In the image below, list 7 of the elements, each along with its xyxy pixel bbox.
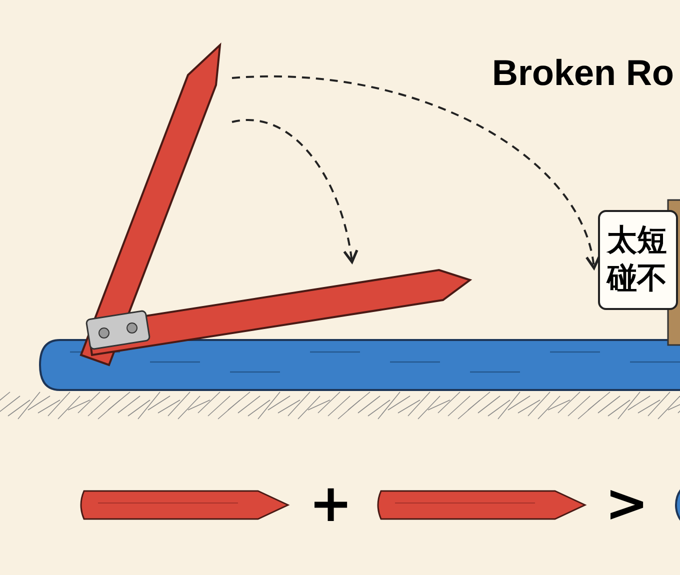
- dashed-arrow: [232, 119, 358, 264]
- sign-text: 太短碰不: [607, 222, 668, 298]
- operator-symbol: >: [605, 476, 649, 532]
- sign-board: [598, 210, 678, 310]
- title: Broken Ro: [492, 52, 674, 94]
- dashed-arrow: [232, 76, 600, 270]
- operator-symbol: +: [309, 476, 353, 532]
